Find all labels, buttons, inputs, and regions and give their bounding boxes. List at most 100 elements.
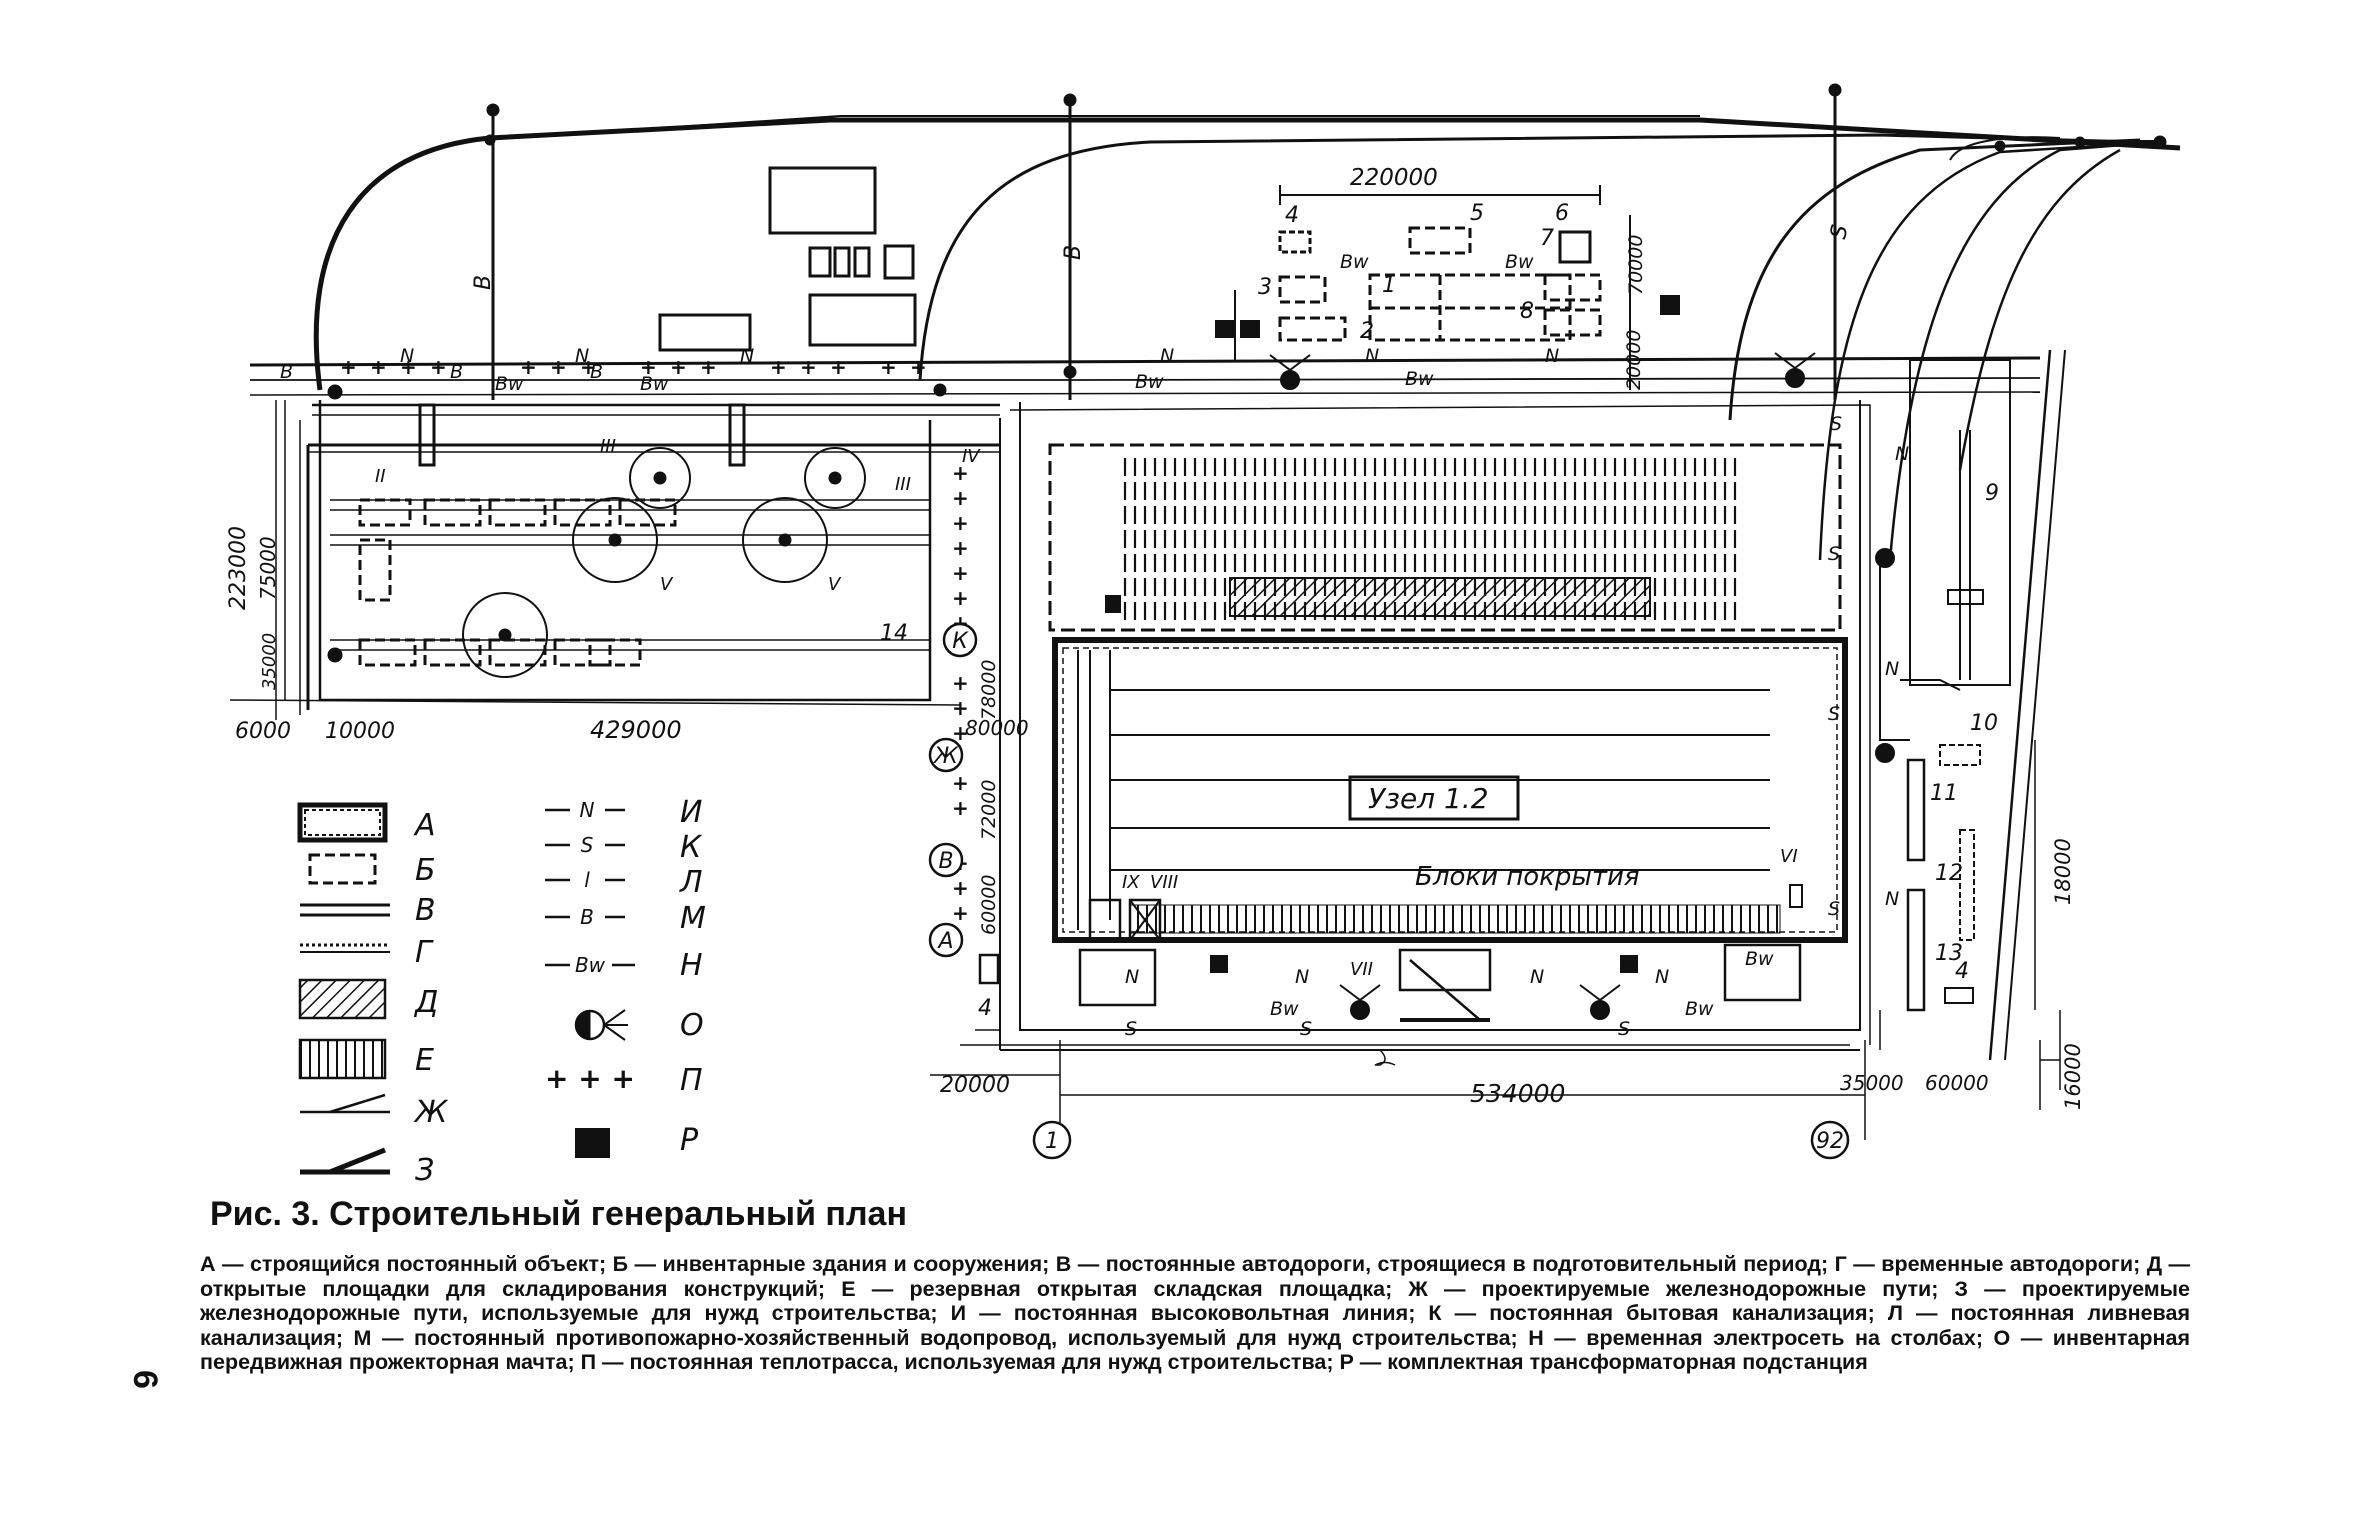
num-2: 2	[1360, 319, 1374, 344]
code-s-6: S	[1828, 703, 1840, 725]
code-s-vert: S	[1826, 223, 1853, 241]
dim-20000-v: 20000	[1623, 330, 1645, 390]
dim-35000: 35000	[1840, 1071, 1904, 1095]
svg-text:+: +	[952, 536, 969, 560]
code-n-13: N	[1895, 443, 1909, 465]
grid-axis-labels: К Ж В А 1 92	[932, 629, 1844, 1154]
dim-18000: 18000	[2051, 838, 2075, 905]
dim-16000: 16000	[2061, 1043, 2085, 1110]
dim-78000: 78000	[978, 660, 1000, 720]
roman-3a: III	[600, 436, 616, 457]
svg-text:+: +	[952, 561, 969, 585]
svg-text:+: +	[952, 771, 969, 795]
num-1: 1	[1382, 273, 1396, 298]
code-bw-2: Bw	[640, 373, 669, 395]
figure-caption: А — строящийся постоянный объект; Б — ин…	[200, 1252, 2190, 1374]
code-bw-1: Bw	[495, 373, 524, 395]
svg-text:+: +	[952, 876, 969, 900]
axis-v: В	[938, 849, 953, 874]
page-number: 6	[125, 1370, 164, 1389]
svg-text:+: +	[520, 355, 537, 379]
legend-symbols	[297, 802, 635, 1175]
legend-letter-z: З	[415, 1153, 434, 1188]
svg-text:+: +	[670, 355, 687, 379]
numbered-labels: 1 2 3 4 4 4 5 6 7 8 9 10 11 12 13 14 II …	[375, 201, 1999, 1021]
svg-text:+: +	[952, 486, 969, 510]
admin-buildings	[1234, 185, 1631, 390]
code-n-5: N	[1365, 345, 1379, 367]
bottom-utilities	[978, 943, 1802, 1022]
legend-letter-d: Д	[413, 985, 438, 1020]
code-bw-5: Bw	[1340, 251, 1369, 273]
svg-text:+: +	[430, 355, 447, 379]
legend-letter-b: Б	[415, 853, 436, 888]
code-n-1: N	[400, 345, 414, 367]
num-12: 12	[1935, 861, 1963, 886]
axis-zh: Ж	[932, 744, 959, 769]
svg-text:+: +	[880, 355, 897, 379]
dim-223000: 223000	[226, 526, 251, 610]
svg-text:+: +	[370, 355, 387, 379]
dimension-lines	[229, 400, 2060, 1140]
code-b-vert-1: B	[471, 275, 496, 290]
line-code-labels: N N N N N N B B B Bw Bw Bw Bw Bw Bw N N …	[280, 223, 1909, 1040]
legend-letter-g: Г	[415, 935, 434, 970]
code-bw-6: Bw	[1505, 251, 1534, 273]
code-n-2: N	[575, 345, 589, 367]
num-4c: 4	[1955, 959, 1969, 984]
dim-60000: 60000	[1925, 1071, 1989, 1095]
code-s-5: S	[1828, 543, 1840, 565]
legend-letter-a: А	[413, 808, 436, 843]
legend-letter-l: Л	[679, 865, 703, 900]
roman-8: VIII	[1150, 872, 1178, 893]
dim-left-main: 429000	[590, 716, 682, 744]
blocks-label: Блоки покрытия	[1415, 862, 1640, 892]
reserve-storage-area	[1048, 443, 1842, 632]
code-s-3: S	[1618, 1018, 1630, 1040]
num-5: 5	[1470, 201, 1484, 226]
num-10: 10	[1970, 711, 1998, 736]
dim-60000-v: 60000	[978, 875, 1000, 935]
node-label: Узел 1.2	[1368, 782, 1489, 815]
code-bw-8: Bw	[1270, 998, 1299, 1020]
legend-code-b: B	[580, 905, 594, 929]
network-lines	[249, 356, 2041, 1051]
legend-letter-zh: Ж	[413, 1095, 449, 1130]
dim-main-width: 534000	[1470, 1079, 1565, 1108]
legend-letter-e: Е	[415, 1043, 434, 1078]
code-n-7: N	[1125, 966, 1139, 988]
dim-70000: 70000	[1625, 235, 1647, 295]
code-n-11: N	[1885, 658, 1899, 680]
legend-letter-v: В	[415, 893, 436, 928]
legend-letters: А Б В Г Д Е Ж З И К Л М Н О П Р	[413, 795, 706, 1188]
legend-codes: N S l B Bw + + +	[545, 798, 635, 1095]
legend-letter-k: К	[680, 830, 703, 865]
legend-letter-m: М	[680, 901, 706, 936]
code-bw-7: Bw	[1745, 948, 1774, 970]
roman-4: IV	[962, 446, 981, 467]
legend-letter-r: Р	[680, 1123, 699, 1158]
num-14: 14	[880, 621, 908, 646]
svg-text:+: +	[830, 355, 847, 379]
dim-72000: 72000	[978, 780, 1000, 840]
svg-text:+: +	[952, 461, 969, 485]
svg-text:+: +	[952, 721, 969, 745]
legend-letter-i: И	[680, 795, 702, 830]
legend-letter-p: П	[680, 1063, 703, 1098]
code-n-6: N	[1545, 345, 1559, 367]
code-bw-3: Bw	[1135, 371, 1164, 393]
num-9: 9	[1985, 481, 1999, 506]
axis-1: 1	[1045, 1129, 1059, 1154]
code-b-vert-2: B	[1061, 245, 1086, 260]
roman-3b: III	[895, 474, 911, 495]
roman-2: II	[375, 466, 386, 487]
num-11: 11	[1930, 781, 1958, 806]
code-s-7: S	[1828, 898, 1840, 920]
axis-92: 92	[1816, 1129, 1844, 1154]
legend-code-s: S	[581, 833, 594, 857]
svg-text:+: +	[952, 511, 969, 535]
svg-text:+: +	[550, 355, 567, 379]
svg-text:+: +	[340, 355, 357, 379]
roman-5a: V	[660, 574, 674, 595]
